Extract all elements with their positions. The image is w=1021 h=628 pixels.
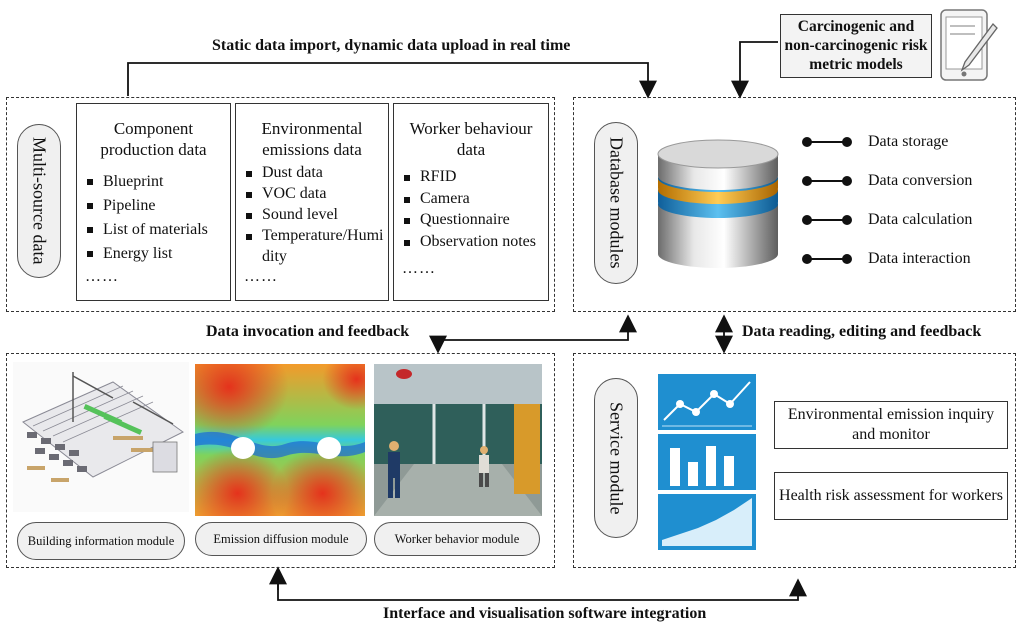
risk-models-box: Carcinogenic and non-carcinogenic risk m… (780, 14, 932, 78)
risk-models-label: Carcinogenic and non-carcinogenic risk m… (784, 18, 928, 73)
area-chart-icon (658, 494, 756, 550)
invocation-label: Data invocation and feedback (206, 323, 410, 340)
emission-diffusion-module: Emission diffusion module (195, 522, 367, 556)
multi-source-label: Multi-source data (29, 137, 50, 265)
list-item: Camera (404, 188, 544, 210)
building-model-image (13, 362, 189, 512)
list-item: Dust data (246, 162, 384, 183)
component-column: Component production data Blueprint Pipe… (76, 103, 231, 301)
list-item: Blueprint (87, 170, 226, 194)
analytics-icons (658, 374, 756, 550)
function-data-interaction: Data interaction (802, 250, 971, 268)
database-pill: Database modules (594, 122, 638, 284)
list-item: VOC data (246, 183, 384, 204)
emission-diffusion-image (195, 364, 365, 516)
service-panel: Service module Environmental emission in… (573, 353, 1016, 568)
bar-chart-icon (658, 434, 756, 490)
database-label: Database modules (606, 137, 627, 269)
list-item: Sound level (246, 204, 384, 225)
worker-column: Worker behaviour data RFID Camera Questi… (393, 103, 549, 301)
multi-source-panel: Multi-source data Component production d… (6, 97, 555, 312)
list-item: Observation notes (404, 231, 544, 253)
service-label: Service module (606, 401, 627, 515)
reading-label: Data reading, editing and feedback (742, 323, 982, 340)
service-pill: Service module (594, 378, 638, 538)
emission-inquiry-box: Environmental emission inquiry and monit… (774, 401, 1008, 449)
function-data-storage: Data storage (802, 133, 948, 151)
more-ellipsis: …… (402, 260, 436, 277)
list-item: Temperature/Humidity (246, 225, 384, 267)
more-ellipsis: …… (244, 268, 278, 285)
database-panel: Database modules Data storage Data c (573, 97, 1016, 312)
list-item: Questionnaire (404, 209, 544, 231)
top-flow-arrow (127, 62, 657, 99)
connector-icon (802, 254, 852, 264)
list-item: Pipeline (87, 194, 226, 218)
bottom-flow-arrow (277, 578, 807, 601)
function-data-conversion: Data conversion (802, 172, 972, 190)
list-item: List of materials (87, 218, 226, 242)
function-data-calculation: Data calculation (802, 211, 972, 229)
multi-source-pill: Multi-source data (17, 124, 61, 278)
top-flow-label: Static data import, dynamic data upload … (212, 37, 571, 54)
line-chart-icon (658, 374, 756, 430)
visualisation-panel: Building information module Emission dif… (6, 353, 555, 568)
connector-icon (802, 176, 852, 186)
connector-icon (802, 215, 852, 225)
worker-behavior-image (374, 364, 542, 516)
column-title: Component production data (100, 119, 207, 159)
building-information-module: Building information module (17, 522, 185, 560)
more-ellipsis: …… (85, 268, 119, 285)
connector-icon (802, 137, 852, 147)
column-title: Environmental emissions data (261, 119, 363, 159)
health-risk-box: Health risk assessment for workers (774, 472, 1008, 520)
list-item: Energy list (87, 242, 226, 266)
environmental-column: Environmental emissions data Dust data V… (235, 103, 389, 301)
tablet-pen-icon (940, 9, 998, 81)
bottom-flow-label: Interface and visualisation software int… (383, 605, 707, 622)
risk-model-arrow (731, 41, 778, 99)
database-icon (657, 139, 779, 268)
worker-behavior-module: Worker behavior module (374, 522, 540, 556)
list-item: RFID (404, 166, 544, 188)
invocation-arrow (437, 314, 637, 348)
column-title: Worker behaviour data (409, 119, 533, 159)
